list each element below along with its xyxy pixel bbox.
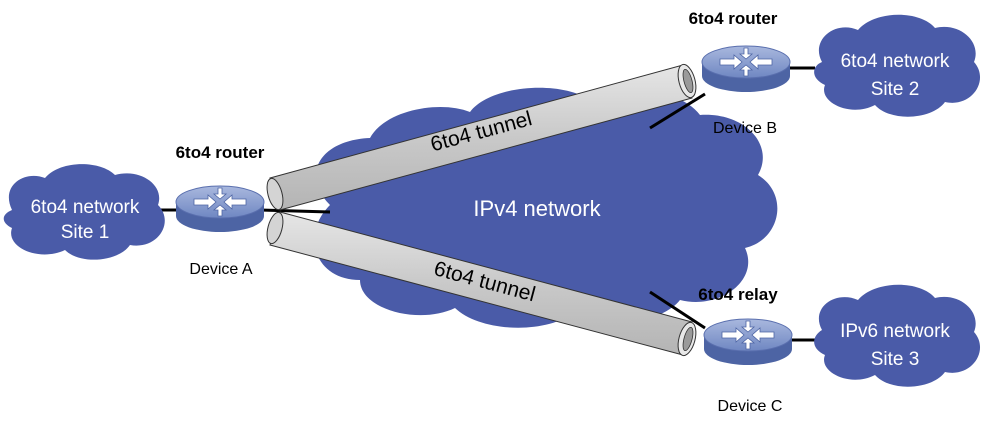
- site2-line2: Site 2: [871, 79, 920, 100]
- site3-line2: Site 3: [871, 349, 920, 370]
- link-device-b-ipv4: [649, 92, 706, 130]
- site1-line1: 6to4 network: [31, 197, 140, 218]
- ipv4-network-label: IPv4 network: [473, 196, 601, 221]
- site2-cloud: 6to4 network Site 2: [814, 14, 981, 117]
- site1-cloud: 6to4 network Site 1: [3, 164, 165, 260]
- device-c: 6to4 relay Device C: [698, 285, 793, 415]
- device-c-name: Device C: [718, 398, 783, 415]
- site3-cloud: IPv6 network Site 3: [814, 284, 981, 387]
- links: [150, 66, 815, 342]
- device-a-name: Device A: [189, 261, 252, 278]
- device-a-role: 6to4 router: [176, 143, 265, 162]
- device-c-role: 6to4 relay: [698, 285, 778, 304]
- site3-line1: IPv6 network: [840, 321, 950, 342]
- link-device-a-ipv4: [259, 208, 331, 214]
- router-icon: [701, 45, 791, 93]
- router-icon: [175, 185, 265, 233]
- site1-line2: Site 1: [61, 222, 110, 243]
- device-a: 6to4 router Device A: [175, 143, 265, 278]
- router-icon: [703, 318, 793, 366]
- tunnel-top: 6to4 tunnel: [266, 63, 697, 211]
- site2-line1: 6to4 network: [841, 51, 950, 72]
- link-device-c-ipv4: [649, 290, 706, 330]
- device-b: 6to4 router Device B: [689, 9, 791, 137]
- device-b-name: Device B: [713, 120, 777, 137]
- device-b-role: 6to4 router: [689, 9, 778, 28]
